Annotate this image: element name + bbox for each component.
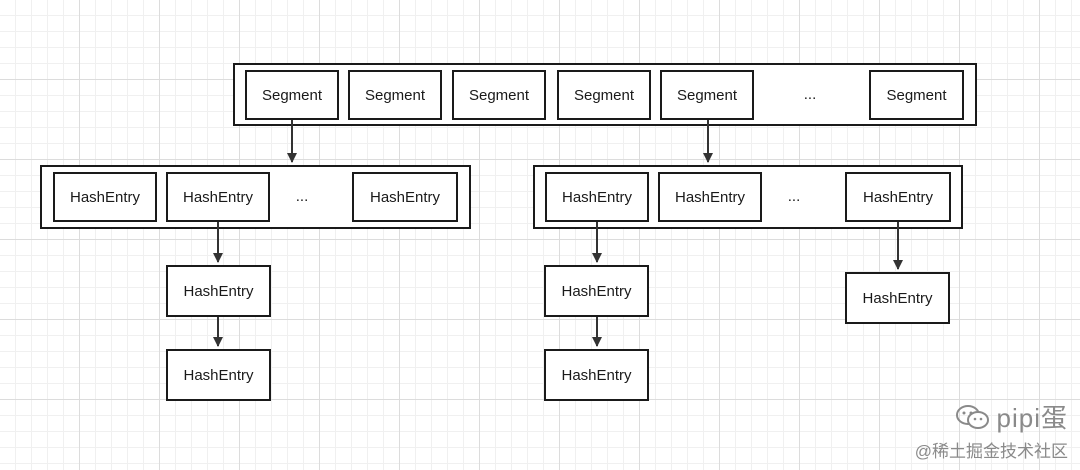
hashentry-box: HashEntry — [352, 172, 458, 222]
right-ellipsis: ... — [787, 188, 801, 205]
segment-box: Segment — [452, 70, 546, 120]
segment-box: Segment — [869, 70, 964, 120]
segment-ellipsis: ... — [803, 86, 817, 103]
hashentry-box: HashEntry — [845, 172, 951, 222]
hashentry-box: HashEntry — [53, 172, 157, 222]
hashentry-chain-node: HashEntry — [544, 265, 649, 317]
segment-box: Segment — [660, 70, 754, 120]
segment-box: Segment — [348, 70, 442, 120]
hashentry-chain-node: HashEntry — [544, 349, 649, 401]
left-ellipsis: ... — [295, 188, 309, 205]
watermark-name: pipi蛋 — [996, 403, 1068, 433]
wechat-icon — [955, 404, 989, 429]
segment-box: Segment — [557, 70, 651, 120]
hashentry-box: HashEntry — [658, 172, 762, 222]
hashentry-box: HashEntry — [166, 172, 270, 222]
hashentry-chain-node: HashEntry — [166, 265, 271, 317]
hashentry-chain-node: HashEntry — [845, 272, 950, 324]
hashentry-box: HashEntry — [545, 172, 649, 222]
hashentry-chain-node: HashEntry — [166, 349, 271, 401]
watermark: pipi蛋 @稀土掘金技术社区 — [915, 398, 1068, 462]
watermark-source: @稀土掘金技术社区 — [914, 442, 1068, 461]
segment-box: Segment — [245, 70, 339, 120]
